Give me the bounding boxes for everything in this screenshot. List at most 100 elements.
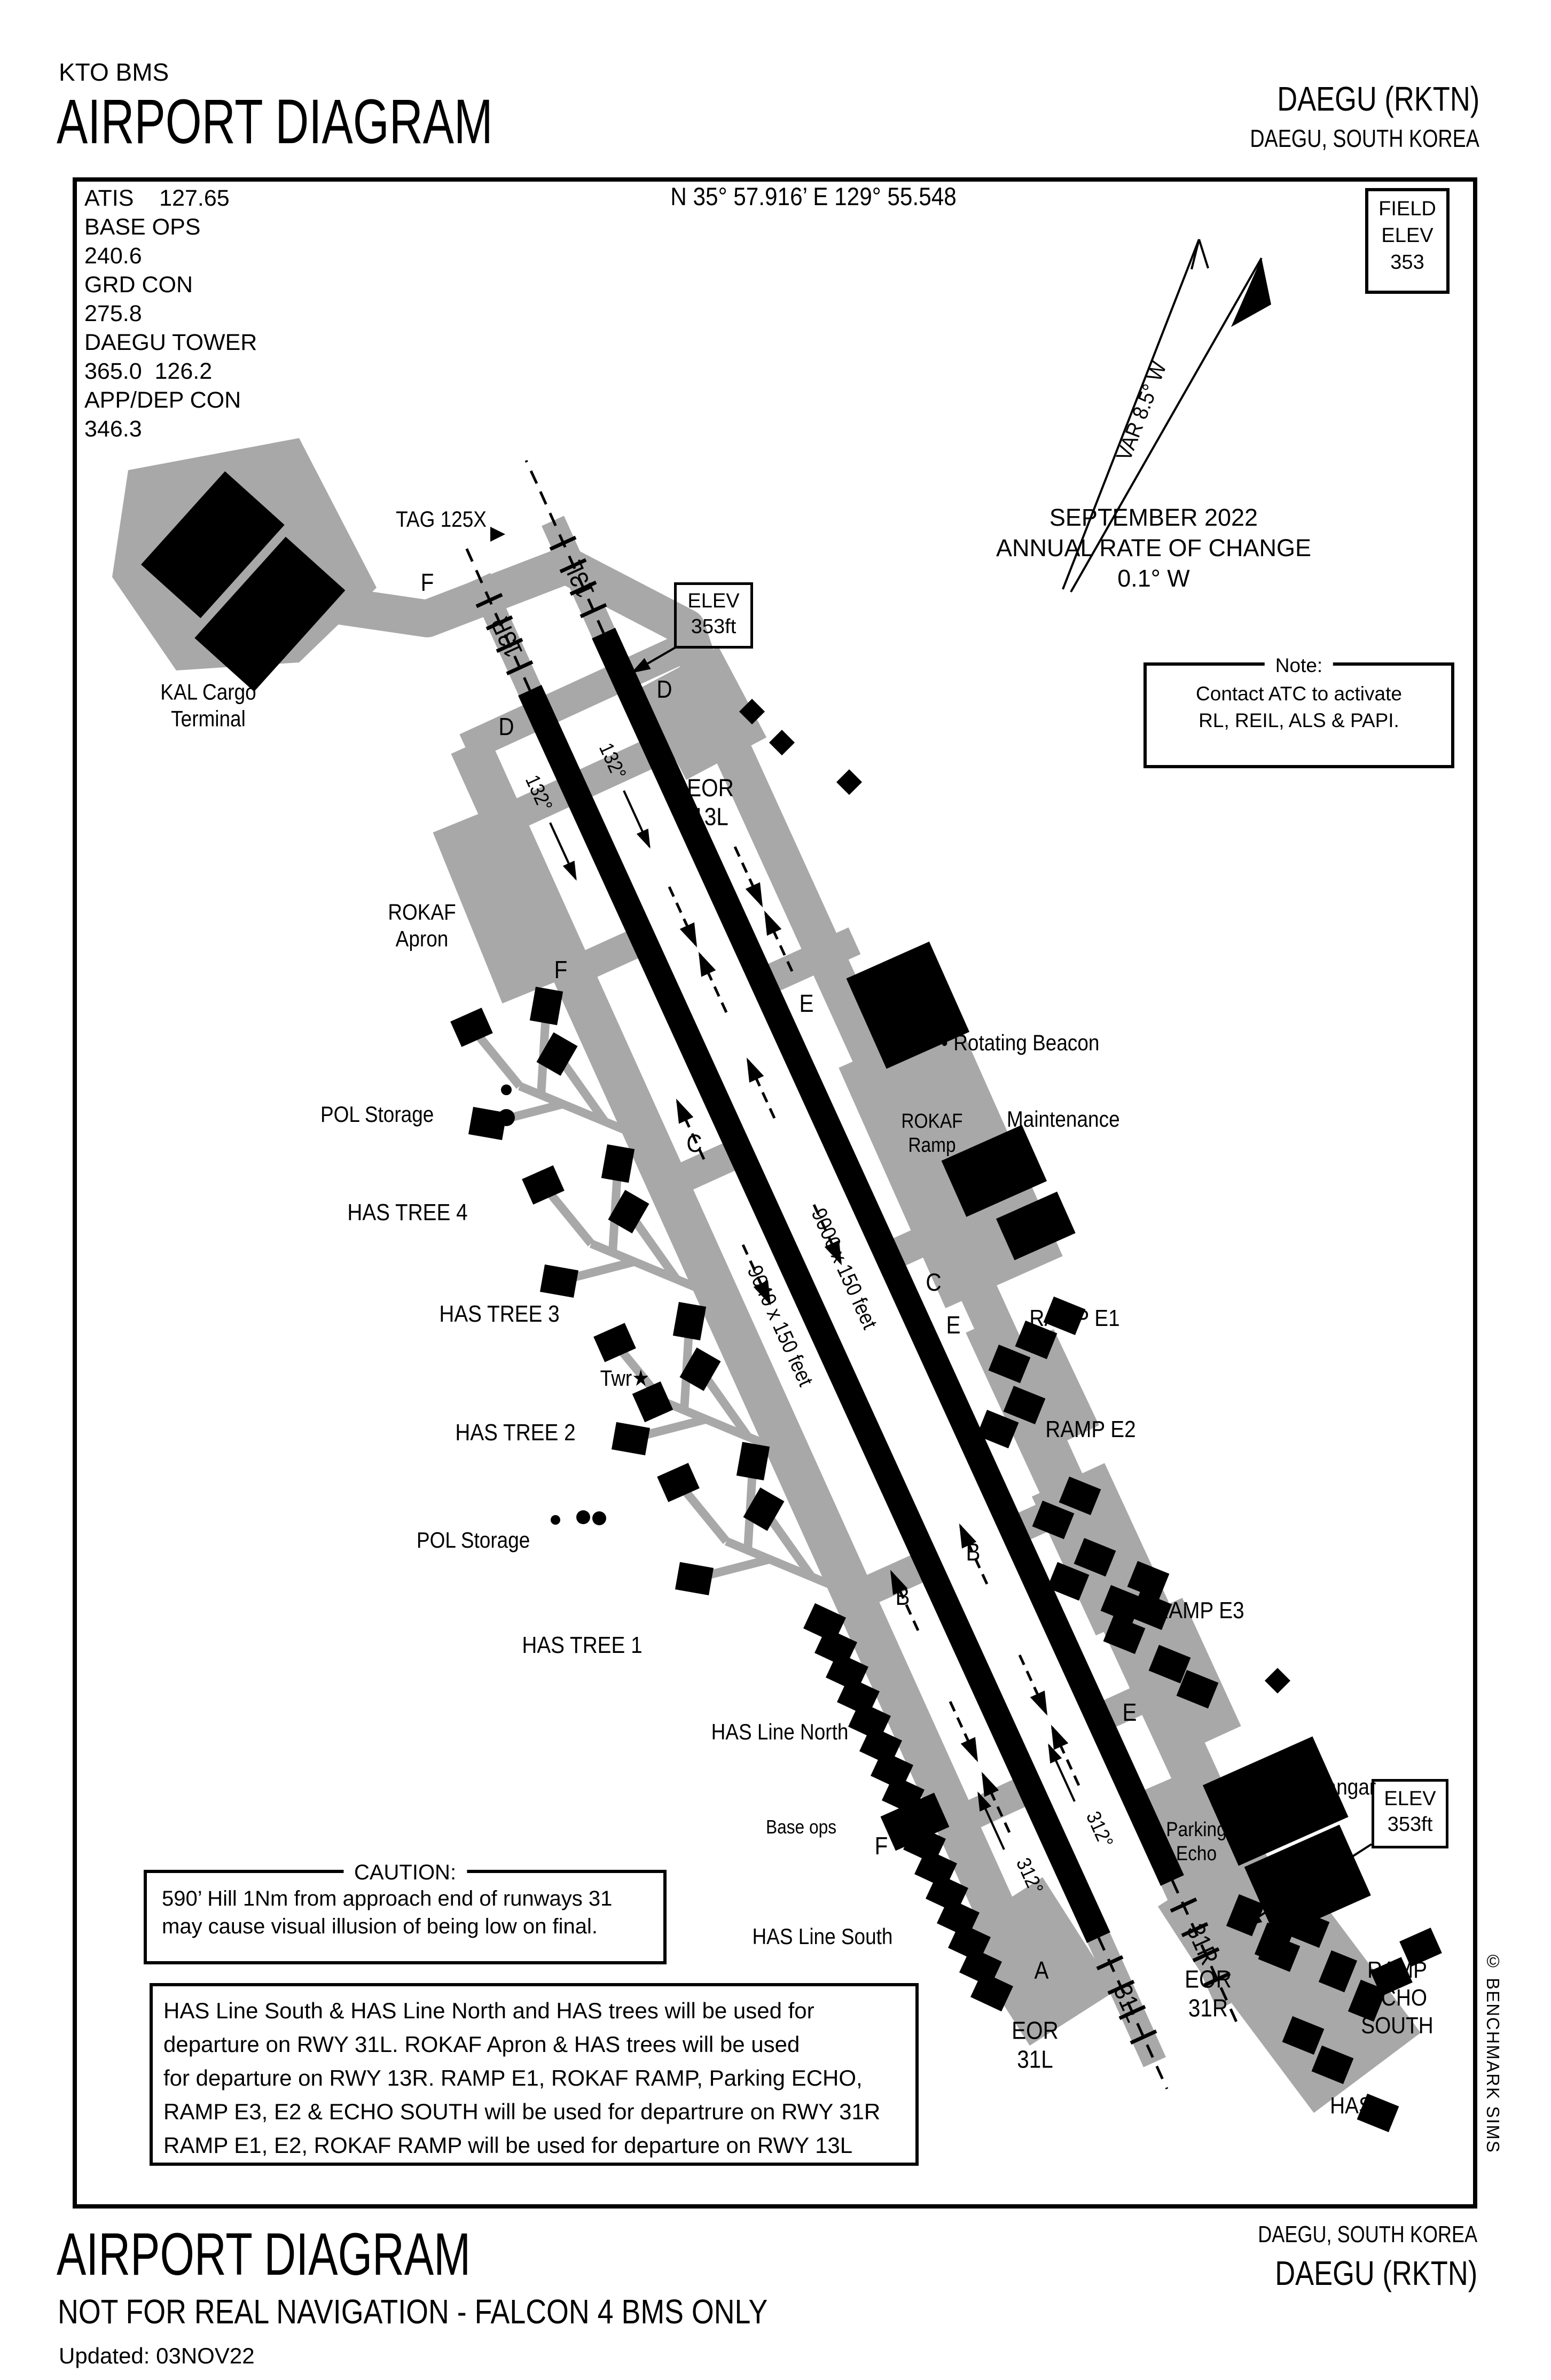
- has-shelter-icon: [672, 1301, 707, 1341]
- buildings: [140, 471, 1371, 1938]
- departure-info-line: HAS Line South & HAS Line North and HAS …: [163, 1998, 814, 2023]
- connector-c-west: [654, 1138, 747, 1202]
- taxiway-d-label-2: D: [656, 675, 672, 703]
- rokaf-ramp-building: [846, 941, 970, 1069]
- taxiway-d-connector-1: [459, 626, 707, 762]
- hold-short-arrow-icon: [981, 1772, 1011, 1833]
- departure-info-line: RAMP E3, E2 & ECHO SOUTH will be used fo…: [163, 2099, 881, 2124]
- connector-e-top: [756, 927, 861, 996]
- airport-code: DAEGU (RKTN): [1276, 80, 1479, 118]
- taxiway-e-label-2: E: [946, 1310, 961, 1339]
- taxiway-a-label: A: [1034, 1956, 1049, 1984]
- has-shelter-icon: [1357, 2093, 1399, 2133]
- has-shelter-icon: [450, 1008, 493, 1047]
- footer-code: DAEGU (RKTN): [1274, 2254, 1477, 2292]
- taxiway-c-label-1: C: [686, 1129, 702, 1157]
- hdg-312-label-1: 312°: [1011, 1854, 1047, 1898]
- hangar-building-1: [1202, 1736, 1349, 1866]
- connector-b-west: [829, 1550, 935, 1619]
- pol-storage-tank: [576, 1510, 590, 1524]
- has-shelter-icon: [1003, 1385, 1046, 1425]
- has-shelter-icon: [1176, 1669, 1219, 1709]
- field-elev-box: FIELD ELEV 353: [1365, 188, 1450, 294]
- ramp-e2-label: RAMP E2: [1045, 1416, 1136, 1443]
- kal-cargo-building-1: [140, 471, 285, 619]
- has-shelter-icon: [1311, 2045, 1354, 2085]
- has-shelter-icon: [1043, 1296, 1086, 1336]
- hold-short-arrow-icon: [733, 846, 763, 908]
- taxiway-f-label-3: F: [874, 1831, 888, 1860]
- has-shelter-icon: [539, 1264, 579, 1298]
- has-shelter-icon: [1047, 1562, 1090, 1601]
- connector-f-mid: [549, 926, 650, 994]
- pol-storage-south-label: POL Storage: [417, 1527, 530, 1553]
- rwy-31l-label: 31L: [1108, 1980, 1149, 2026]
- elev-bottom-line1: ELEV: [1384, 1788, 1436, 1810]
- rwy-31r-label: 31R: [1180, 1919, 1224, 1969]
- has-line-south-label: HAS Line South: [752, 1924, 893, 1949]
- has-tree-3-label: HAS TREE 3: [439, 1301, 560, 1328]
- has-shelter-icon: [657, 1463, 700, 1502]
- has-shelter-icon: [1348, 1979, 1387, 2022]
- hold-short-arrow-icon: [698, 951, 728, 1013]
- has-shelter-icon: [593, 1323, 636, 1362]
- base-ops-building: [880, 1792, 950, 1851]
- taxiway-b-label-1: B: [895, 1582, 910, 1610]
- copyright-credit: © BENCHMARK SIMS: [1483, 1951, 1503, 2153]
- caution-line2: may cause visual illusion of being low o…: [162, 1915, 598, 1938]
- has-shelter-icon: [611, 1422, 651, 1456]
- stub-31r: [1161, 1875, 1240, 2010]
- footer-updated: Updated: 03NOV22: [59, 2343, 255, 2368]
- pol-storage-north-label: POL Storage: [320, 1102, 434, 1127]
- pol-storage-tank: [592, 1511, 606, 1525]
- variation-arrows-icon: [1062, 239, 1271, 592]
- pol-storage-tank: [551, 1515, 560, 1525]
- has-shelter-icon: [882, 1775, 925, 1815]
- rokaf-ramp-label: ROKAF Ramp: [901, 1110, 963, 1157]
- has-label-1: HAS: [1278, 1898, 1320, 1925]
- variation-date: SEPTEMBER 2022: [1049, 504, 1258, 531]
- has-tree-2-label: HAS TREE 2: [455, 1419, 576, 1446]
- airport-location: DAEGU, SOUTH KOREA: [1250, 124, 1479, 152]
- frequency-line: ATIS 127.65: [84, 185, 230, 211]
- taxiway-f-label-1: F: [420, 568, 434, 596]
- elev-arrows: [631, 645, 1373, 1928]
- frequency-line: APP/DEP CON: [84, 387, 241, 413]
- rwy-13r-dimension: 9040 x 150 feet: [742, 1262, 818, 1390]
- note-line2: RL, REIL, ALS & PAPI.: [1198, 709, 1399, 731]
- has-shelter-icon: [675, 1562, 714, 1596]
- hangar-label: Hangar: [1311, 1774, 1376, 1800]
- variation-rate-value: 0.1° W: [1117, 565, 1190, 592]
- ramp-echo-south-label: RAMP ECHO SOUTH: [1361, 1957, 1434, 2039]
- connector-e-low: [1092, 1664, 1194, 1733]
- variation-block: SEPTEMBER 2022 ANNUAL RATE OF CHANGE 0.1…: [991, 502, 1317, 594]
- footer-location: DAEGU, SOUTH KOREA: [1258, 2221, 1477, 2248]
- hold-short-arrow-icon: [949, 1700, 978, 1762]
- has-shelter-icon: [1100, 1585, 1143, 1624]
- rwy-13l-label: 13L: [559, 556, 600, 603]
- has-shelter-icon: [679, 1347, 721, 1391]
- runways: [518, 628, 1184, 1943]
- runway-13r-31l: [518, 685, 1110, 1943]
- departure-info-line: RAMP E1, E2, ROKAF RAMP will be used for…: [163, 2133, 853, 2158]
- caution-title: CAUTION:: [343, 1858, 467, 1886]
- rotating-beacon-label: • Rotating Beacon: [941, 1030, 1100, 1056]
- kal-cargo-label: KAL Cargo Terminal: [160, 679, 256, 731]
- departure-info-box: HAS Line South & HAS Line North and HAS …: [150, 1983, 919, 2166]
- eor-31r-label: EOR 31R: [1185, 1965, 1232, 2022]
- note-line1: Contact ATC to activate: [1196, 683, 1402, 705]
- has-line-north-label: HAS Line North: [711, 1719, 849, 1745]
- has-shelter-icon: [1148, 1644, 1191, 1684]
- airport-coordinates: N 35° 57.916’ E 129° 55.548: [670, 182, 957, 210]
- maintenance-building-1: [941, 1125, 1047, 1217]
- departure-info-line: for departure on RWY 13R. RAMP E1, ROKAF…: [163, 2065, 863, 2090]
- stub-31l: [1087, 1932, 1166, 2067]
- has-shelter-icon: [522, 1165, 565, 1205]
- taxiway-b-label-2: B: [966, 1538, 981, 1566]
- hangar-building-2: [1244, 1824, 1371, 1938]
- pol-storage-tank: [501, 1084, 512, 1095]
- hdg-132-label-1: 132°: [520, 771, 557, 815]
- parking-echo-label: Parking Echo: [1166, 1819, 1227, 1865]
